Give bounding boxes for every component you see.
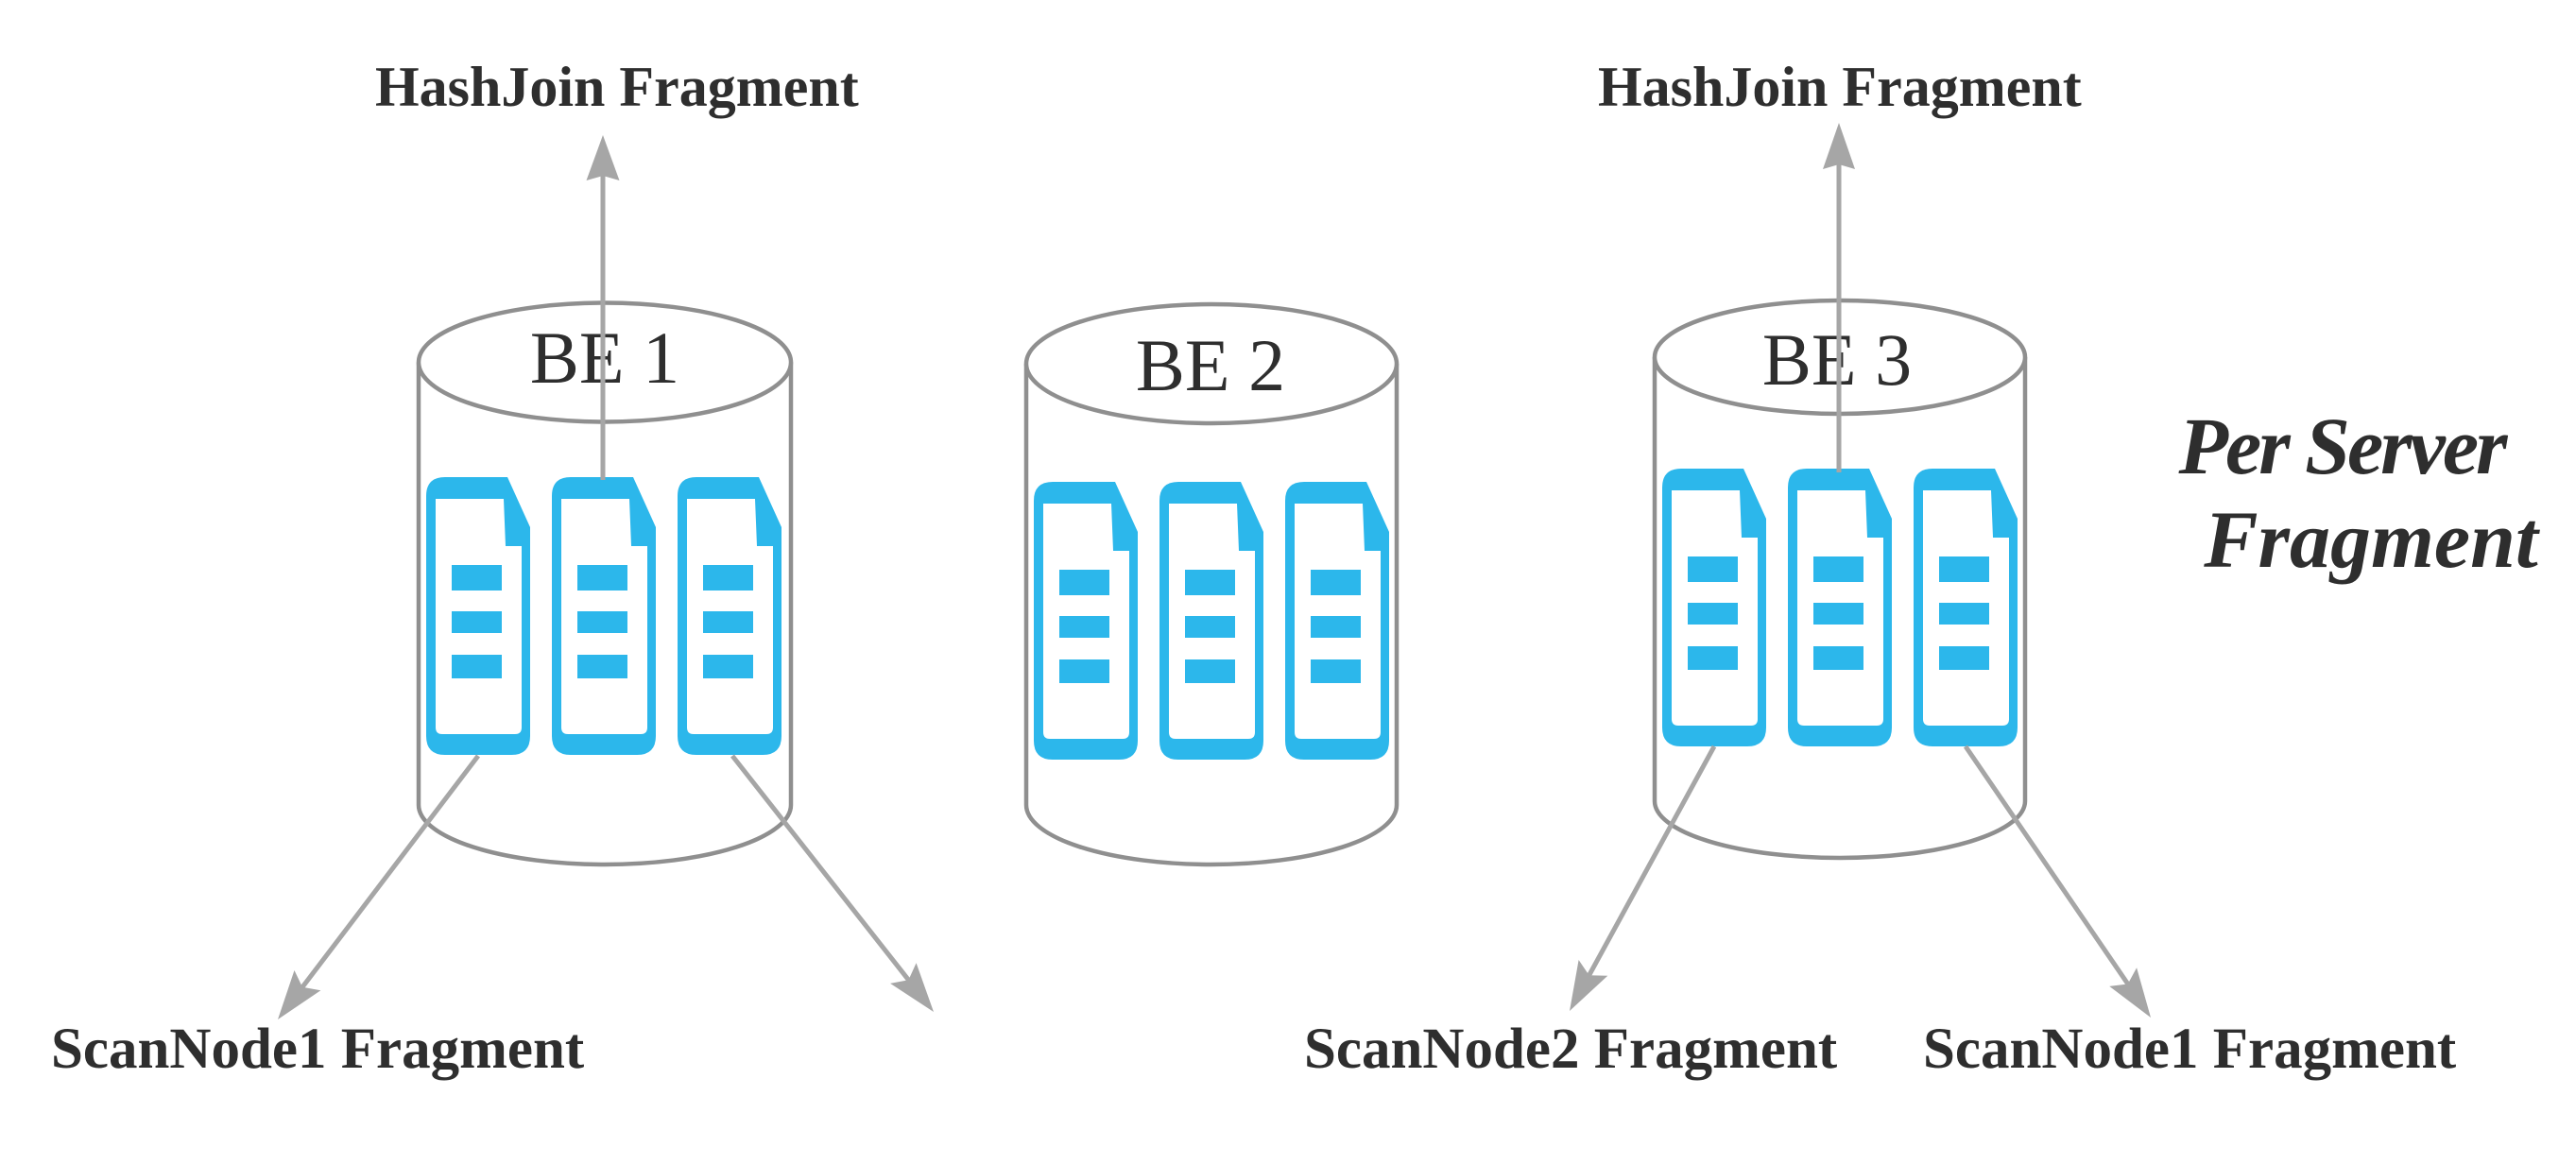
svg-text:Per Server: Per Server <box>2178 401 2509 491</box>
svg-text:HashJoin Fragment: HashJoin Fragment <box>375 56 859 118</box>
svg-text:Fragment: Fragment <box>2203 494 2541 585</box>
svg-text:BE 2: BE 2 <box>1136 324 1285 406</box>
svg-text:ScanNode1 Fragment: ScanNode1 Fragment <box>51 1018 585 1081</box>
svg-text:ScanNode2 Fragment: ScanNode2 Fragment <box>1304 1018 1838 1081</box>
svg-text:HashJoin Fragment: HashJoin Fragment <box>1598 56 2082 118</box>
svg-text:ScanNode1 Fragment: ScanNode1 Fragment <box>1923 1018 2457 1081</box>
